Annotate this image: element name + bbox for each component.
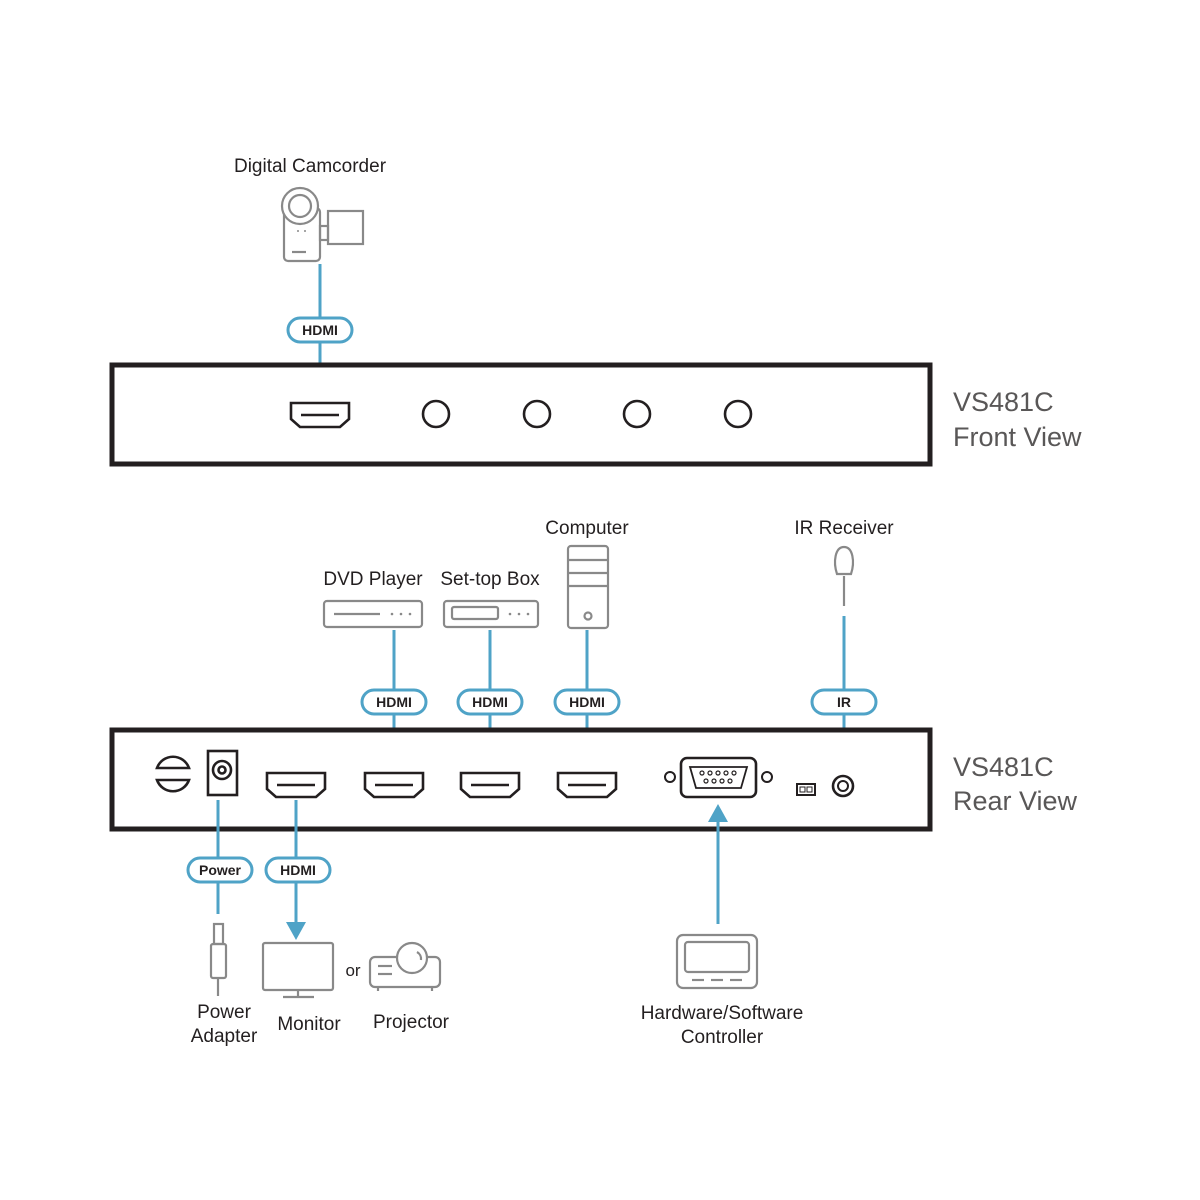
rear-panel	[109, 727, 933, 832]
front-button-2	[522, 399, 552, 429]
rear-title-model: VS481C	[953, 752, 1054, 782]
camcorder-label: Digital Camcorder	[234, 156, 387, 177]
power-jack	[206, 749, 239, 797]
controller-cable	[708, 804, 728, 924]
power-adapter-label-2: Adapter	[191, 1026, 258, 1047]
dip-switch	[796, 783, 816, 796]
ir-receiver-icon	[833, 545, 855, 606]
front-hdmi-port	[289, 401, 351, 429]
svg-text:Power: Power	[199, 862, 242, 878]
monitor-icon	[261, 941, 335, 999]
svg-text:HDMI: HDMI	[376, 694, 412, 710]
camcorder-icon	[280, 186, 365, 263]
ground-screw-icon	[155, 755, 191, 793]
front-panel	[109, 362, 933, 467]
rear-title-view: Rear View	[953, 786, 1078, 816]
projector-icon	[368, 941, 442, 991]
controller-icon	[675, 933, 759, 990]
controller-label-2: Controller	[681, 1027, 764, 1048]
front-title-model: VS481C	[953, 387, 1054, 417]
computer-tower-icon	[566, 544, 610, 630]
front-button-1	[421, 399, 451, 429]
hdmi-input-port-3	[556, 771, 618, 799]
hdmi-output-port	[265, 771, 327, 799]
dvd-player-icon	[322, 599, 424, 629]
computer-label: Computer	[545, 518, 629, 539]
controller-label-1: Hardware/Software	[641, 1003, 804, 1024]
dvd-player-label: DVD Player	[323, 569, 423, 590]
power-cable: Power	[186, 800, 254, 914]
or-label: or	[345, 961, 360, 980]
projector-label: Projector	[373, 1012, 450, 1033]
rs232-port	[664, 756, 773, 799]
hdmi-output-cable: HDMI	[264, 800, 332, 940]
svg-text:HDMI: HDMI	[569, 694, 605, 710]
monitor-label: Monitor	[277, 1014, 341, 1035]
svg-text:HDMI: HDMI	[472, 694, 508, 710]
hdmi-input-port-1	[363, 771, 425, 799]
ir-port	[831, 774, 855, 798]
hdmi-input-port-2	[459, 771, 521, 799]
set-top-box-label: Set-top Box	[440, 569, 540, 590]
front-title-view: Front View	[953, 422, 1082, 452]
power-adapter-label-1: Power	[197, 1002, 252, 1023]
svg-text:HDMI: HDMI	[302, 322, 338, 338]
set-top-box-icon	[442, 599, 540, 629]
ir-receiver-label: IR Receiver	[794, 518, 894, 539]
front-button-3	[622, 399, 652, 429]
svg-text:HDMI: HDMI	[280, 862, 316, 878]
svg-text:IR: IR	[837, 694, 851, 710]
power-adapter-icon	[209, 922, 228, 996]
camcorder-hdmi-badge: HDMI	[286, 316, 354, 344]
front-button-4	[723, 399, 753, 429]
